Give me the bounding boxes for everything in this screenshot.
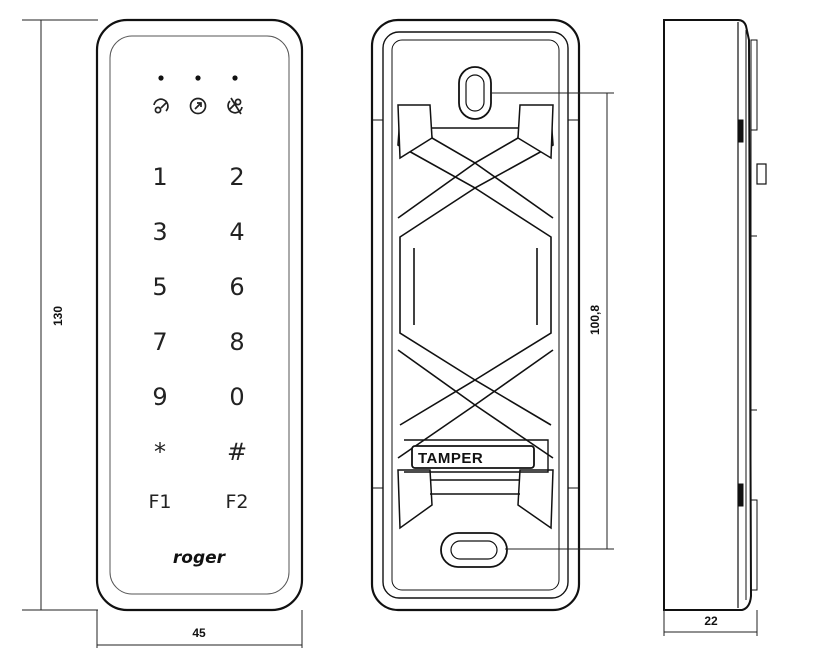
led-unlocked-icon xyxy=(227,97,243,115)
back-view xyxy=(370,18,581,612)
front-panel xyxy=(109,35,290,595)
height-dimension xyxy=(22,19,98,611)
mount-height-label: 100,8 xyxy=(588,305,602,335)
back-plate-outer xyxy=(382,31,569,599)
keypad: 1 2 3 4 5 6 7 8 9 0 * # F1 F2 xyxy=(148,163,248,513)
width-dimension xyxy=(96,610,303,648)
key-1: 1 xyxy=(152,163,167,191)
back-housing xyxy=(370,18,581,612)
side-body xyxy=(663,19,753,611)
key-5: 5 xyxy=(152,273,167,301)
mount-height-dimension xyxy=(490,92,614,550)
side-clip-bottom xyxy=(737,483,744,507)
key-f1: F1 xyxy=(148,491,171,513)
led-dot-1 xyxy=(158,75,164,81)
tamper-box xyxy=(411,445,535,469)
led-access-icon xyxy=(189,97,207,115)
side-view xyxy=(663,19,767,611)
tamper-housing xyxy=(404,439,549,473)
key-0: 0 xyxy=(229,383,244,411)
x-ribbing xyxy=(397,117,554,459)
brand-logo: roger xyxy=(173,548,227,568)
back-plate-inner xyxy=(391,39,560,591)
led-locked-icon xyxy=(153,98,169,114)
width-label: 45 xyxy=(192,626,206,640)
key-9: 9 xyxy=(152,383,167,411)
depth-label: 22 xyxy=(704,614,718,628)
key-star: * xyxy=(154,438,166,466)
key-8: 8 xyxy=(229,328,244,356)
depth-dimension xyxy=(663,610,758,636)
key-hash: # xyxy=(227,438,247,466)
key-7: 7 xyxy=(152,328,167,356)
led-dot-2 xyxy=(195,75,201,81)
bottom-mounting-slot xyxy=(440,532,508,568)
height-label: 130 xyxy=(51,306,65,326)
key-6: 6 xyxy=(229,273,244,301)
side-tab xyxy=(756,163,767,185)
corner-blocks xyxy=(397,104,554,530)
front-view: 130 1 2 3 4 5 6 xyxy=(22,18,304,648)
key-4: 4 xyxy=(229,218,244,246)
led-dot-3 xyxy=(232,75,238,81)
key-f2: F2 xyxy=(225,491,248,513)
key-2: 2 xyxy=(229,163,244,191)
key-3: 3 xyxy=(152,218,167,246)
side-clip-top xyxy=(737,119,744,143)
tamper-label: TAMPER xyxy=(418,450,483,467)
